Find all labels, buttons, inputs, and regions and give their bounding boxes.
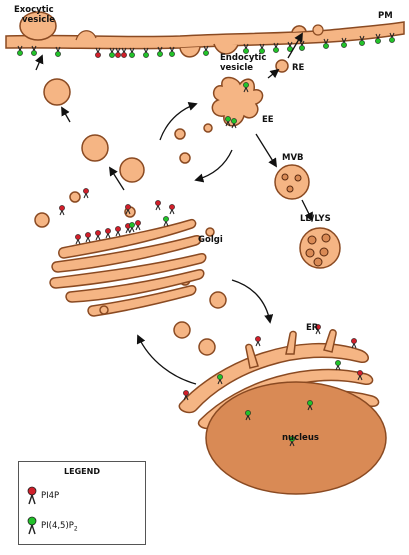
membrane-lipid [225,116,231,127]
pip2-lipid-icon [27,516,37,535]
pm-lipid [31,45,37,56]
golgi-lipids [59,188,175,245]
pm-lipid [259,43,265,54]
golgi-lipid [75,234,81,245]
label-re: RE [292,63,305,73]
secretory-vesicles [34,78,227,356]
pm-lipid [115,47,121,58]
golgi-lipid [115,226,121,237]
label-mvb: MVB [282,153,304,163]
pm-lipid [109,47,115,58]
nucleus [205,381,387,495]
pm-lipid [389,32,395,43]
mvb [274,164,310,200]
golgi-lipid [125,204,131,215]
label-er: ER [306,323,319,333]
membrane-lipid [335,360,341,371]
legend-title: LEGEND [64,467,100,476]
exocytic-vesicle [19,11,57,41]
pm-lipid [203,45,209,56]
legend-label-pi4p: PI4P [41,491,60,501]
plasma-membrane [5,11,405,58]
golgi-lipid [169,204,175,215]
pm-lipids [17,32,395,58]
legend-label-pip2: PI(4,5)P2 [41,521,78,533]
legend: LEGEND PI4P PI(4,5)P2 [18,461,146,545]
pm-lipid [157,46,163,57]
label-pm: PM [378,11,393,21]
pm-lipid [121,47,127,58]
labels: Exocytic vesicle PM Endocytic vesicle RE… [14,5,393,443]
late-endosome-lysosome [299,227,341,269]
membrane-lipid [243,82,249,93]
membrane-lipid [231,118,237,129]
pm-lipid [129,47,135,58]
pm-lipid [169,46,175,57]
label-endocytic-vesicle: Endocytic vesicle [220,53,269,73]
label-golgi: Golgi [198,235,223,245]
golgi-lipid [163,216,169,227]
membrane-lipid [183,390,189,401]
golgi-lipid [155,200,161,211]
label-exocytic-vesicle: Exocytic vesicle [14,5,57,25]
er-lipids [183,82,363,447]
membrane-lipid [315,324,321,335]
pm-lipid [359,35,365,46]
label-ee: EE [262,115,274,125]
pm-lipid [375,33,381,44]
early-endosome [211,76,264,127]
pm-lipid [341,37,347,48]
golgi-lipid [135,220,141,231]
label-le-lys: LE/LYS [300,214,331,224]
pm-lipid [273,42,279,53]
pm-lipid [243,43,249,54]
label-nucleus: nucleus [282,433,319,443]
golgi-lipid [95,230,101,241]
membrane-lipid [307,400,313,411]
pi4p-lipid-icon [27,486,37,505]
membrane-lipid [351,338,357,349]
trafficking-arrows [34,32,313,385]
golgi-stack [49,218,215,317]
golgi-lipid [129,222,135,233]
pm-lipid [95,47,101,58]
golgi-lipid [105,228,111,239]
pm-lipid [143,47,149,58]
membrane-lipid [217,374,223,385]
pm-lipid [323,38,329,49]
pm-lipid [17,45,23,56]
golgi-lipid [83,188,89,199]
membrane-lipid [255,336,261,347]
membrane-lipid [245,410,251,421]
membrane-lipid [289,436,295,447]
golgi-lipid [85,232,91,243]
pm-lipid [299,40,305,51]
pm-lipid [55,46,61,57]
membrane-lipid [357,370,363,381]
golgi-lipid [59,205,65,216]
